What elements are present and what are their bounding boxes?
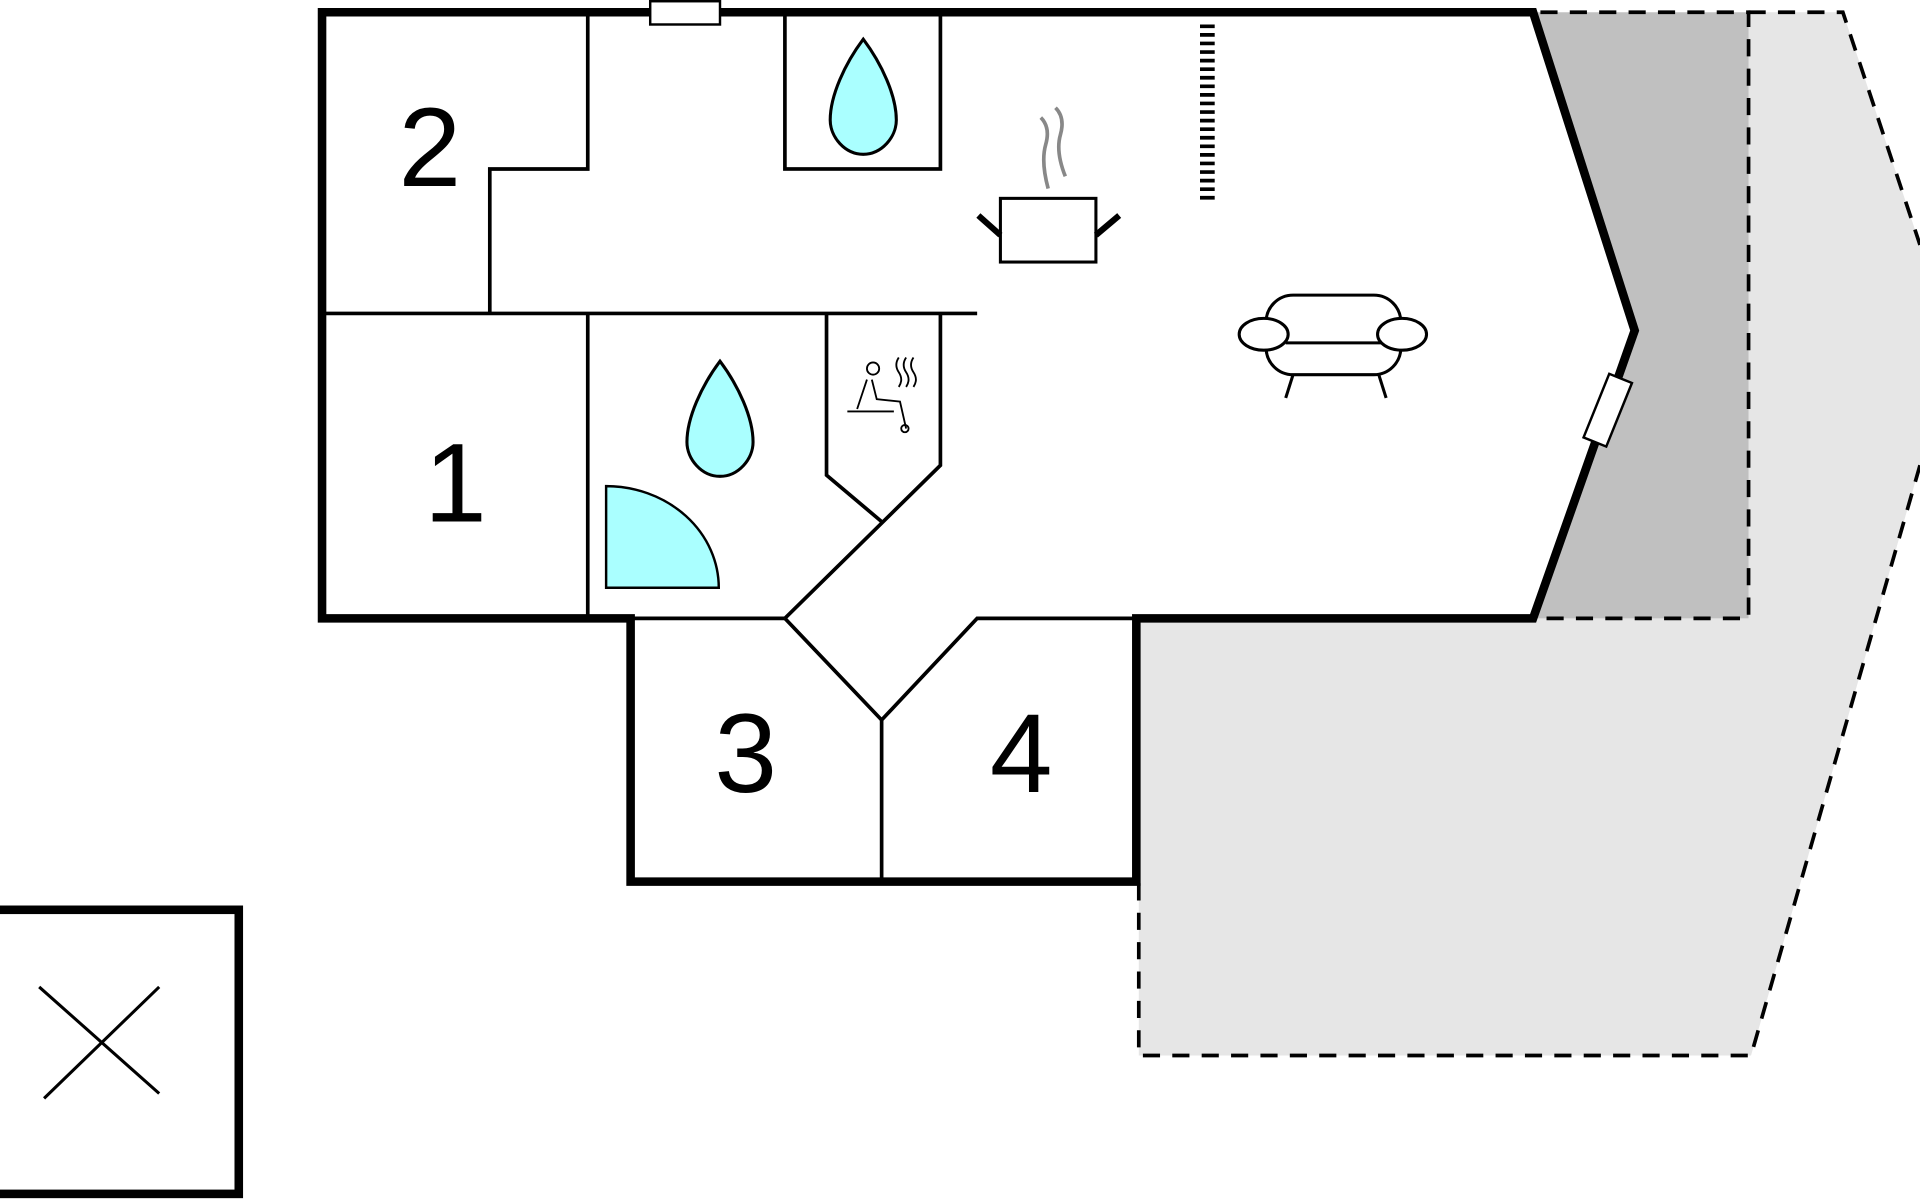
cooking-pot-icon xyxy=(976,106,1122,264)
room-label-1: 1 xyxy=(424,420,487,546)
inner-walls xyxy=(322,10,1137,882)
sauna-icon xyxy=(847,357,917,434)
window-icon xyxy=(1581,372,1634,449)
shower-icon xyxy=(604,484,721,589)
terrace-light-border xyxy=(1748,10,1920,246)
sofa-icon xyxy=(1237,293,1429,399)
terrace-light xyxy=(1138,12,1920,1056)
window-icon xyxy=(648,0,722,26)
room-label-3: 3 xyxy=(714,690,777,816)
water-drop-icon xyxy=(685,358,755,478)
terrace-covered-border xyxy=(1540,10,1751,621)
outbuilding xyxy=(0,905,244,1199)
water-drop-icon xyxy=(828,36,898,156)
room-label-2: 2 xyxy=(398,84,461,210)
terrace-light-border xyxy=(1136,464,1920,1058)
outer-wall xyxy=(317,7,1640,886)
cross-icon xyxy=(38,985,161,1100)
room-label-4: 4 xyxy=(990,690,1053,816)
